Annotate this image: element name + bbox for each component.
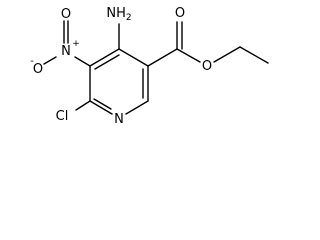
amino-label: NH2: [106, 6, 131, 23]
bond-c4-c3: [118, 48, 149, 67]
nitro-o-left-charge: -: [30, 56, 34, 67]
nitro-o-top-label: O: [61, 7, 71, 22]
chloro-label: Cl: [56, 109, 69, 124]
carbonyl-o-label: O: [175, 6, 185, 21]
bond-n1-c6: [89, 100, 113, 115]
nitro-n-charge: +: [72, 39, 80, 49]
structure-canvas: NH2 N + O O - N Cl O O: [30, 6, 269, 127]
bond-c3-carbonyl: [147, 48, 178, 67]
bond-c5-nitro: [74, 56, 91, 67]
bond-c5-c4: [89, 48, 120, 67]
nitro-o-left-label: O: [33, 62, 43, 77]
bond-c6-cl: [75, 100, 91, 111]
bond-c5-c4-inner: [94, 54, 120, 70]
bond-nitro-o-left: [43, 56, 57, 65]
pyridine-ring: [89, 48, 149, 115]
chemical-structure: NH2 N + O O - N Cl O O: [30, 6, 269, 127]
bond-n1-c6-inner: [93, 98, 112, 110]
bond-carbonyl-ester-o: [176, 48, 201, 63]
ring-n-label: N: [114, 112, 124, 127]
nitro-n-label: N: [61, 44, 71, 59]
bond-ester-o-ch2: [213, 46, 241, 63]
bond-ch2-ch3: [239, 46, 269, 64]
ester-o-label: O: [202, 59, 212, 74]
bond-c2-n1: [125, 100, 149, 115]
